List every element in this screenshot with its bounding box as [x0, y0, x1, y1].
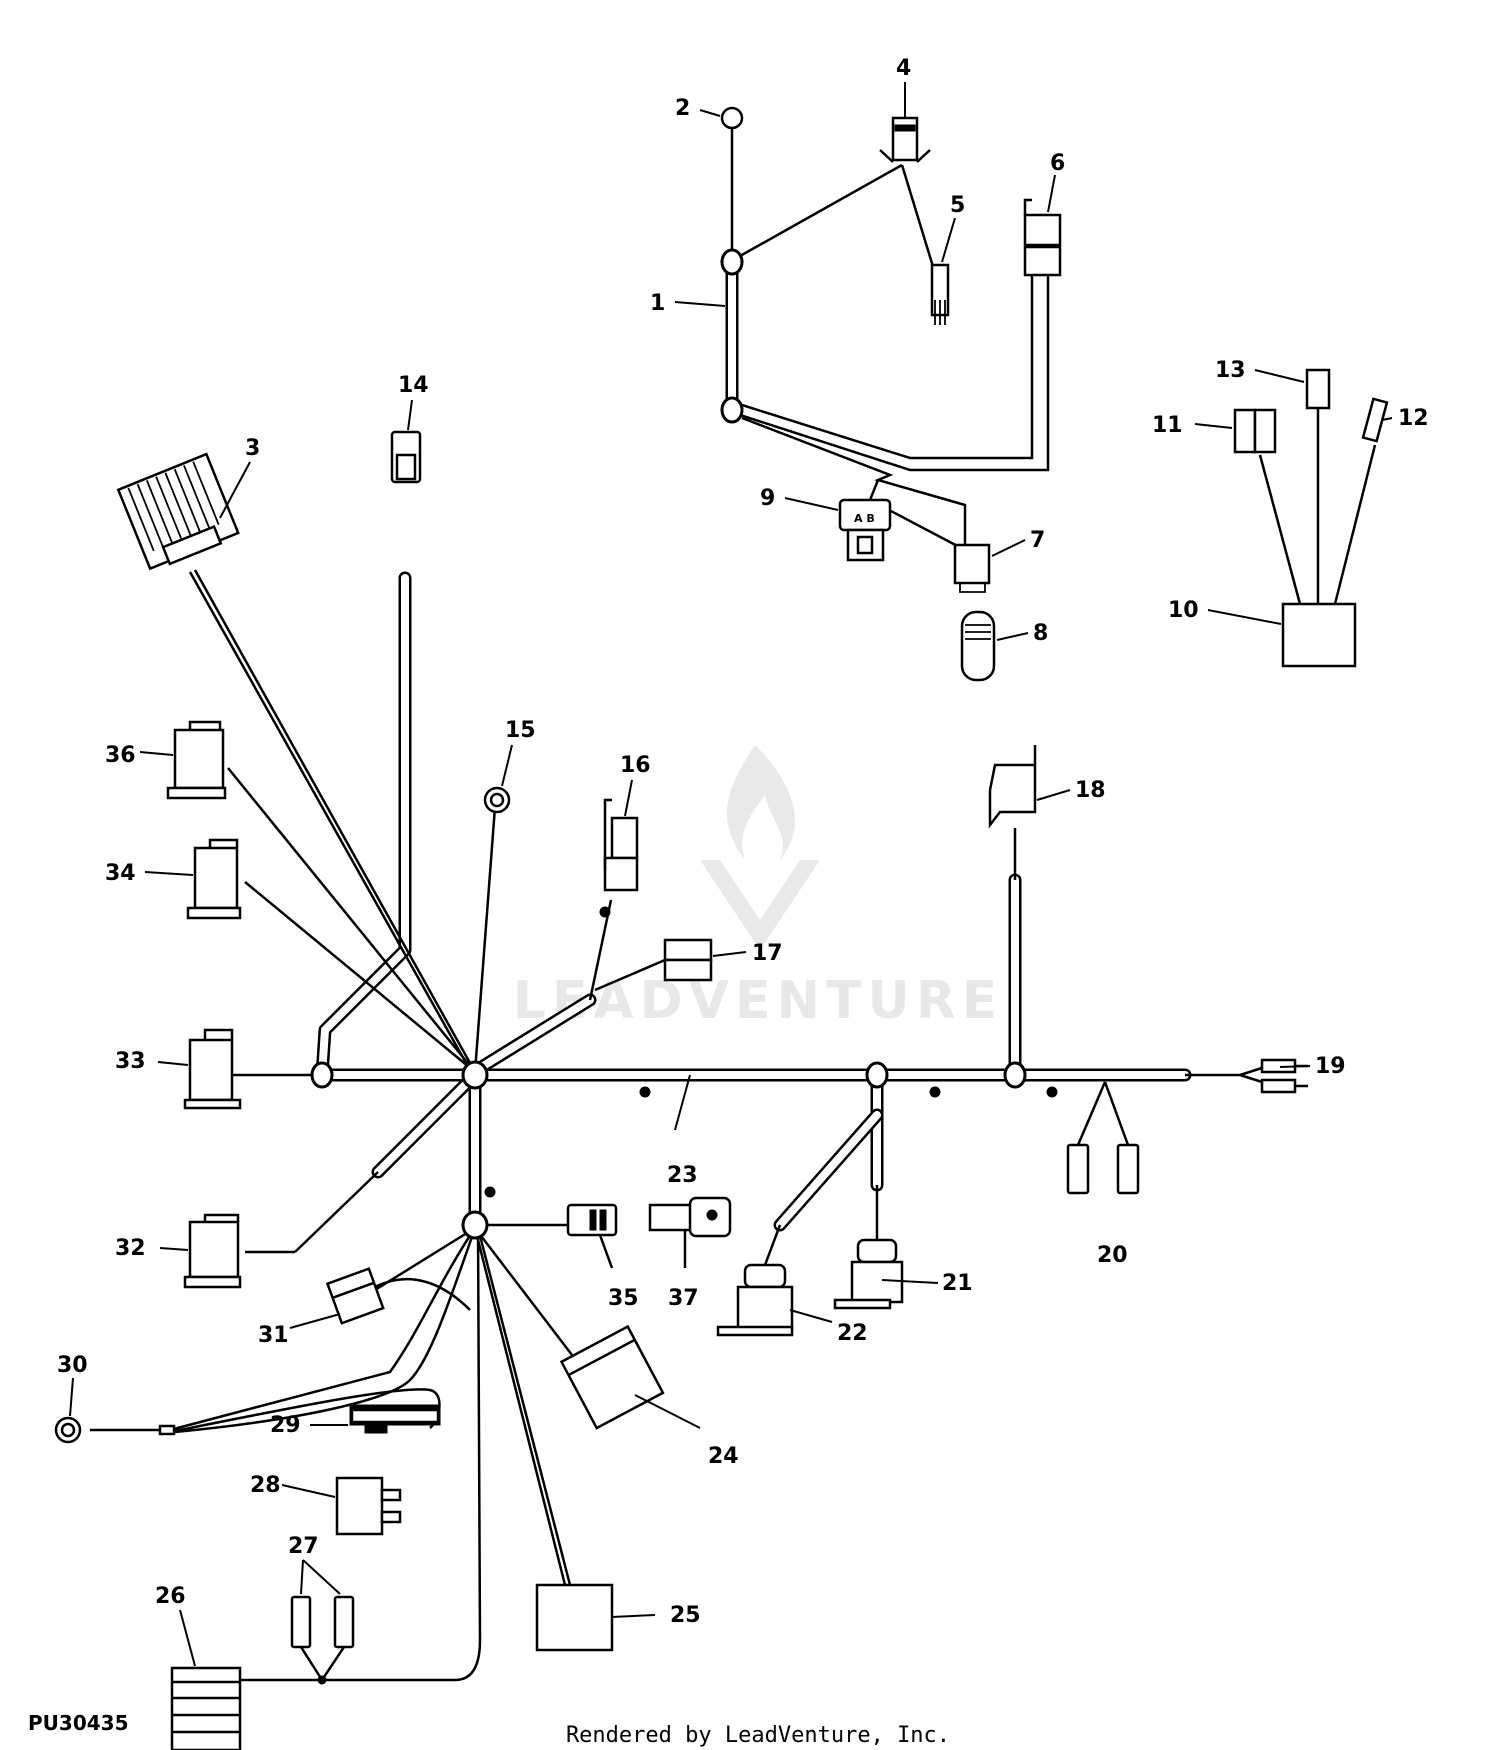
watermark-v-icon [700, 860, 820, 950]
ring-terminal-2 [720, 106, 744, 130]
callout-17: 17 [752, 941, 783, 966]
callout-9: 9 [760, 486, 775, 511]
callout-20: 20 [1097, 1243, 1128, 1268]
fuses-20 [1066, 1143, 1140, 1195]
connector-37 [648, 1196, 732, 1268]
fuse-block-26 [170, 1666, 242, 1750]
footer-credit: Rendered by LeadVenture, Inc. [566, 1723, 950, 1748]
callout-31: 31 [258, 1323, 289, 1348]
connector-16 [603, 798, 639, 892]
callout-29: 29 [270, 1413, 301, 1438]
callout-labels: 1 2 3 4 5 6 7 8 9 10 11 12 13 14 15 16 1… [57, 56, 1429, 1628]
watermark: LEADVENTURE [513, 745, 997, 1031]
callout-33: 33 [115, 1049, 146, 1074]
callout-15: 15 [505, 718, 536, 743]
module-25 [535, 1583, 614, 1652]
callout-16: 16 [620, 753, 651, 778]
module-36 [166, 720, 227, 800]
module-32 [183, 1213, 242, 1289]
callout-6: 6 [1050, 151, 1065, 176]
callout-4: 4 [896, 56, 911, 81]
callout-26: 26 [155, 1584, 186, 1609]
callout-11: 11 [1152, 413, 1183, 438]
leader-lines [69, 82, 1393, 1667]
sensor-21 [833, 1238, 904, 1310]
callout-27: 27 [288, 1534, 319, 1559]
callout-30: 30 [57, 1353, 88, 1378]
connector-7 [953, 543, 991, 593]
callout-22: 22 [837, 1321, 868, 1346]
sensor-22 [716, 1263, 794, 1337]
connector-35 [566, 1203, 618, 1269]
connector-14 [390, 430, 422, 484]
connector-11 [1233, 408, 1277, 454]
callout-2: 2 [675, 96, 690, 121]
callout-36: 36 [105, 743, 136, 768]
figure-id: PU30435 [28, 1711, 128, 1735]
callout-24: 24 [708, 1444, 739, 1469]
callout-28: 28 [250, 1473, 281, 1498]
module-10-group [1233, 368, 1389, 668]
upper-harness: A B [720, 106, 1062, 682]
terminal-5 [930, 263, 950, 325]
callout-32: 32 [115, 1236, 146, 1261]
module-33 [183, 1028, 242, 1110]
callout-12: 12 [1398, 406, 1429, 431]
callout-1: 1 [650, 291, 665, 316]
watermark-flame-icon [726, 745, 795, 860]
callout-14: 14 [398, 373, 429, 398]
connector-6 [1023, 198, 1062, 277]
callout-19: 19 [1315, 1054, 1346, 1079]
module-34 [186, 838, 242, 920]
callout-25: 25 [670, 1603, 701, 1628]
callout-13: 13 [1215, 358, 1246, 383]
connector-31 [325, 1267, 385, 1325]
fuses-27 [290, 1595, 355, 1685]
callout-34: 34 [105, 861, 136, 886]
component-3-regulator [116, 452, 240, 571]
bulb-8 [960, 610, 996, 682]
callout-10: 10 [1168, 598, 1199, 623]
module-10 [1281, 602, 1357, 668]
svg-text:A B: A B [854, 512, 875, 525]
module-24 [559, 1324, 665, 1430]
callout-8: 8 [1033, 621, 1048, 646]
callout-5: 5 [950, 193, 965, 218]
relay-28 [335, 1476, 402, 1536]
callout-7: 7 [1030, 528, 1045, 553]
callout-18: 18 [1075, 778, 1106, 803]
callout-37: 37 [668, 1286, 699, 1311]
callout-35: 35 [608, 1286, 639, 1311]
callout-23: 23 [667, 1163, 698, 1188]
callout-21: 21 [942, 1271, 973, 1296]
connector-13 [1305, 368, 1331, 410]
terminal-12 [1361, 397, 1389, 443]
connector-9: A B [838, 498, 892, 562]
callout-3: 3 [245, 436, 260, 461]
switch-29 [349, 1404, 441, 1434]
connector-4 [879, 116, 931, 163]
main-harness [90, 569, 1263, 1682]
connectors-19 [1260, 1058, 1308, 1094]
relay-17 [663, 938, 713, 982]
switch-18 [988, 745, 1037, 829]
